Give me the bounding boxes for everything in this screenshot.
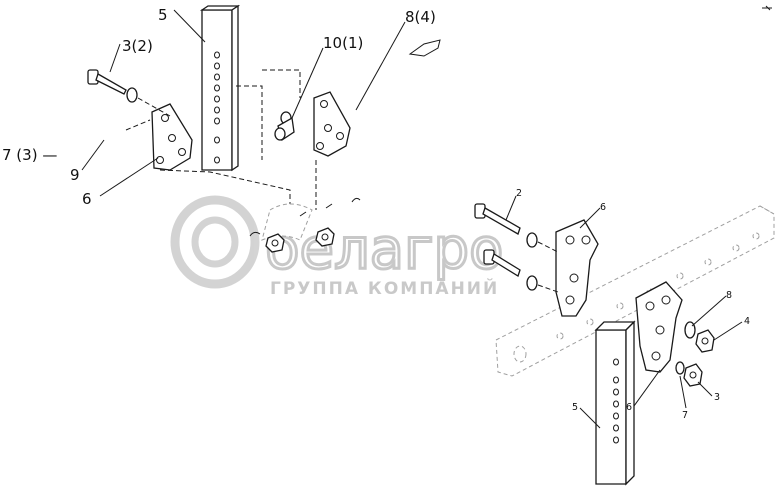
watermark-tagline: ГРУППА КОМПАНИЙ [270,277,499,299]
label-part-6-right-top: 6 [600,202,606,213]
label-part-7-3: 7 (3) — [2,146,57,164]
watermark-logo [170,195,260,289]
spacer-sleeve [274,111,295,142]
bolt-right-upper [474,203,559,253]
bolt-left [87,69,171,117]
label-part-6-left: 6 [82,190,92,208]
label-part-8-4: 8(4) [405,8,436,26]
corner-mark [762,5,772,11]
label-part-8-right: 8 [726,290,732,301]
mounting-plate-left [151,103,193,171]
label-part-4-right: 4 [744,316,750,327]
label-part-5-left: 5 [158,6,168,24]
label-part-6-right-bottom: 6 [626,402,632,413]
bolt-right-lower [483,249,559,293]
vertical-bar-left [199,4,241,172]
label-part-2: 2 [516,188,522,199]
washer-right-7 [675,361,685,375]
nut-left-b [315,227,335,247]
dashed-beam [495,205,775,377]
plate-right-lower [635,281,683,373]
label-part-3-right: 3 [714,392,720,403]
vertical-bar-right [594,320,636,486]
label-part-10-1: 10(1) [323,34,363,52]
wedge-part [408,39,441,57]
nut-left-a [265,233,285,253]
plate-right-upper [555,219,599,317]
label-part-9: 9 [70,166,80,184]
label-part-5-right: 5 [572,402,578,413]
mounting-plate-right [313,91,351,157]
nut-right-4 [695,329,715,353]
label-part-7-right: 7 [682,410,688,421]
label-part-3-2: 3(2) [122,37,153,55]
